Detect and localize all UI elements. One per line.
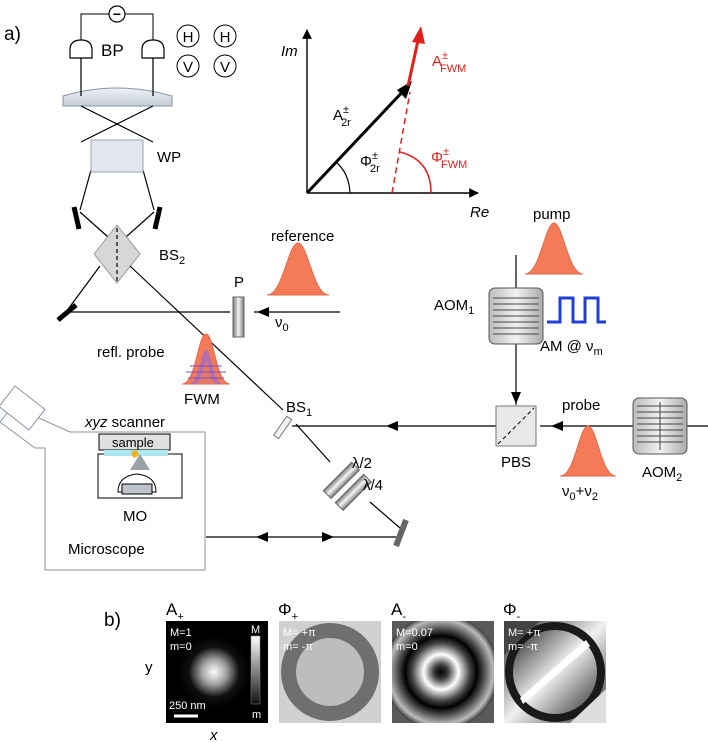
sample-label: sample bbox=[112, 435, 154, 450]
a-minus-max: M=0.07 bbox=[396, 627, 433, 639]
v-badge-1: V bbox=[183, 59, 193, 76]
phasor-diagram bbox=[302, 26, 479, 198]
pbs-label: PBS bbox=[501, 454, 531, 471]
aom1-label: AOM1 bbox=[434, 297, 474, 317]
colorbar-bottom: m bbox=[252, 709, 261, 721]
phi2r-label: Φ±2r bbox=[360, 150, 380, 175]
y-axis-label: y bbox=[145, 659, 153, 676]
wp-label: WP bbox=[157, 149, 181, 166]
am-label: AM @ νm bbox=[540, 338, 603, 358]
phi-minus-max: M= +π bbox=[508, 627, 541, 639]
x-axis-label: x bbox=[209, 727, 218, 743]
aom2-grating bbox=[637, 402, 683, 450]
probe-pulse bbox=[559, 425, 617, 477]
a-plus-max: M=1 bbox=[170, 627, 192, 639]
h-badge-1: H bbox=[183, 29, 194, 46]
mo-label: MO bbox=[123, 508, 147, 525]
panel-a-label: a) bbox=[4, 24, 21, 45]
quarter-wave-plate bbox=[334, 473, 373, 512]
balanced-photodetector bbox=[69, 5, 165, 59]
colorbar bbox=[250, 635, 261, 705]
polarizing-beam-splitter bbox=[495, 405, 537, 447]
half-wave-plate bbox=[322, 461, 361, 500]
focus-spot bbox=[131, 450, 139, 458]
aom2-label: AOM2 bbox=[642, 464, 682, 484]
lens bbox=[62, 87, 173, 107]
polarizer bbox=[232, 296, 245, 338]
microscope-label: Microscope bbox=[68, 541, 145, 558]
map-phi-minus bbox=[504, 621, 606, 723]
beam-lines-top bbox=[79, 58, 155, 246]
focus-cone bbox=[130, 454, 150, 470]
beam-splitter-2 bbox=[93, 224, 141, 284]
a-plus-min: m=0 bbox=[170, 641, 192, 653]
mirror-left-bottom bbox=[56, 303, 78, 322]
wollaston-prism bbox=[90, 139, 144, 173]
am-square-wave bbox=[547, 296, 606, 324]
xyz-scanner-label: xyz scanner bbox=[84, 414, 165, 431]
im-axis-label: Im bbox=[281, 43, 298, 60]
beam-arrows bbox=[256, 307, 563, 542]
reference-pulse bbox=[266, 242, 330, 296]
p-label: P bbox=[234, 274, 244, 291]
mirror-right-wp bbox=[152, 206, 163, 230]
pump-pulse bbox=[524, 222, 584, 275]
phifwm-label: Φ±FWM bbox=[431, 146, 467, 171]
pump-label: pump bbox=[533, 206, 571, 223]
a2r-label: A±2r bbox=[333, 104, 351, 129]
colorbar-top: M bbox=[251, 624, 260, 636]
bp-label: BP bbox=[101, 41, 124, 60]
a-minus-min: m=0 bbox=[396, 641, 418, 653]
nu0-nu2-label: ν0+ν2 bbox=[562, 483, 598, 503]
lambda4-label: λ/4 bbox=[363, 477, 383, 494]
bp-sign: − bbox=[113, 6, 121, 22]
phi-minus-min: m= -π bbox=[508, 641, 538, 653]
beam-splitter-1 bbox=[272, 415, 293, 440]
nu0-label: ν0 bbox=[275, 314, 289, 334]
lambda2-label: λ/2 bbox=[352, 455, 372, 472]
scale-bar-label: 250 nm bbox=[169, 700, 206, 712]
map-title-phi-minus: Φ- bbox=[503, 600, 521, 623]
polarization-badges bbox=[176, 24, 237, 78]
bs2-label: BS2 bbox=[159, 247, 185, 267]
phi-plus-min: m= -π bbox=[283, 641, 313, 653]
fwm-pulse-stack bbox=[181, 333, 231, 385]
map-title-a-plus: A+ bbox=[166, 600, 184, 623]
bs1-label: BS1 bbox=[286, 399, 312, 419]
phi-plus-max: M= +π bbox=[283, 627, 316, 639]
refl-probe-label: refl. probe bbox=[97, 344, 165, 361]
mirror-bottom-right bbox=[393, 518, 409, 548]
map-phi-plus bbox=[279, 621, 381, 723]
v-badge-2: V bbox=[220, 59, 230, 76]
map-a-minus bbox=[392, 621, 494, 723]
panel-b-label: b) bbox=[104, 610, 121, 631]
probe-label: probe bbox=[562, 397, 600, 414]
re-axis-label: Re bbox=[470, 204, 489, 221]
afwm-label: A±FWM bbox=[432, 50, 466, 75]
mirror-left-wp bbox=[71, 206, 82, 230]
aom1-grating bbox=[493, 297, 539, 335]
h-badge-2: H bbox=[220, 29, 231, 46]
map-title-a-minus: A- bbox=[391, 600, 406, 623]
map-title-phi-plus: Φ+ bbox=[278, 600, 298, 623]
reference-label: reference bbox=[271, 228, 334, 245]
fwm-label: FWM bbox=[184, 391, 220, 408]
